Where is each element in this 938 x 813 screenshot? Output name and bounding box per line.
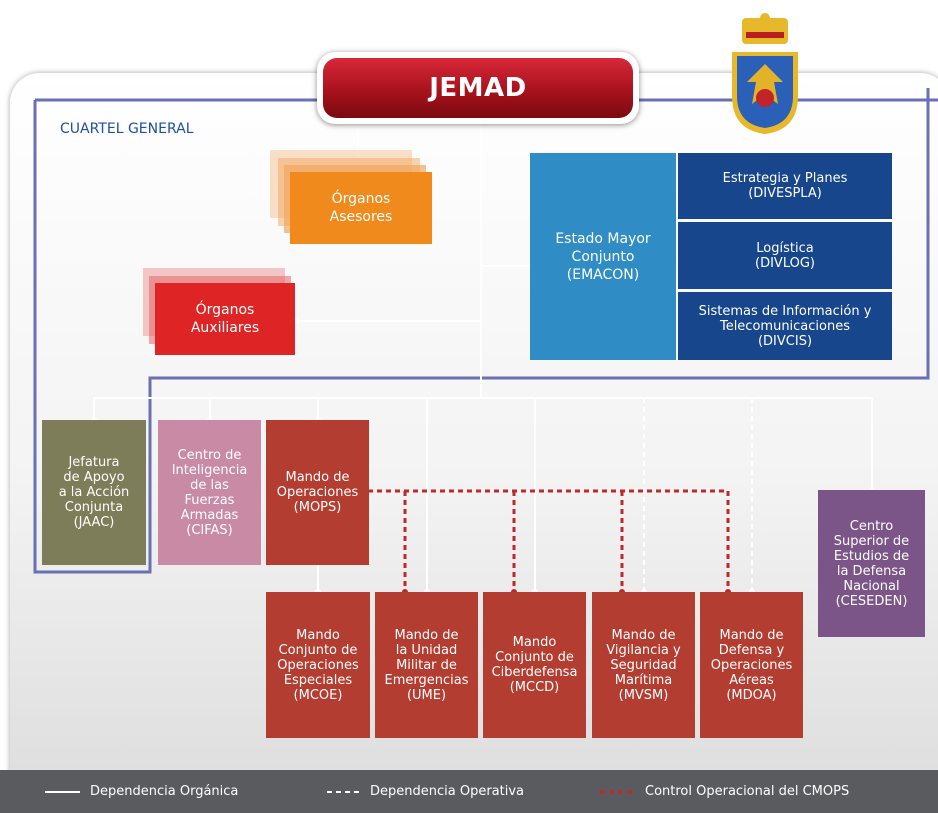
legend-bar: Dependencia Orgánica Dependencia Operati… bbox=[0, 770, 938, 813]
jemad-inner: JEMAD bbox=[323, 58, 633, 118]
legend-control: Control Operacional del CMOPS bbox=[645, 784, 850, 799]
coat-of-arms-icon bbox=[732, 13, 798, 134]
legend-organica: Dependencia Orgánica bbox=[90, 784, 239, 799]
divlog-box: Logística(DIVLOG) bbox=[678, 222, 892, 289]
divespla-box: Estrategia y Planes(DIVESPLA) bbox=[678, 153, 892, 219]
legend-swatches bbox=[45, 790, 635, 794]
legend-operativa: Dependencia Operativa bbox=[370, 784, 525, 799]
cuartel-general-label: CUARTEL GENERAL bbox=[60, 121, 194, 137]
jemad-box: JEMAD bbox=[317, 52, 639, 124]
jemad-title: JEMAD bbox=[429, 73, 527, 103]
